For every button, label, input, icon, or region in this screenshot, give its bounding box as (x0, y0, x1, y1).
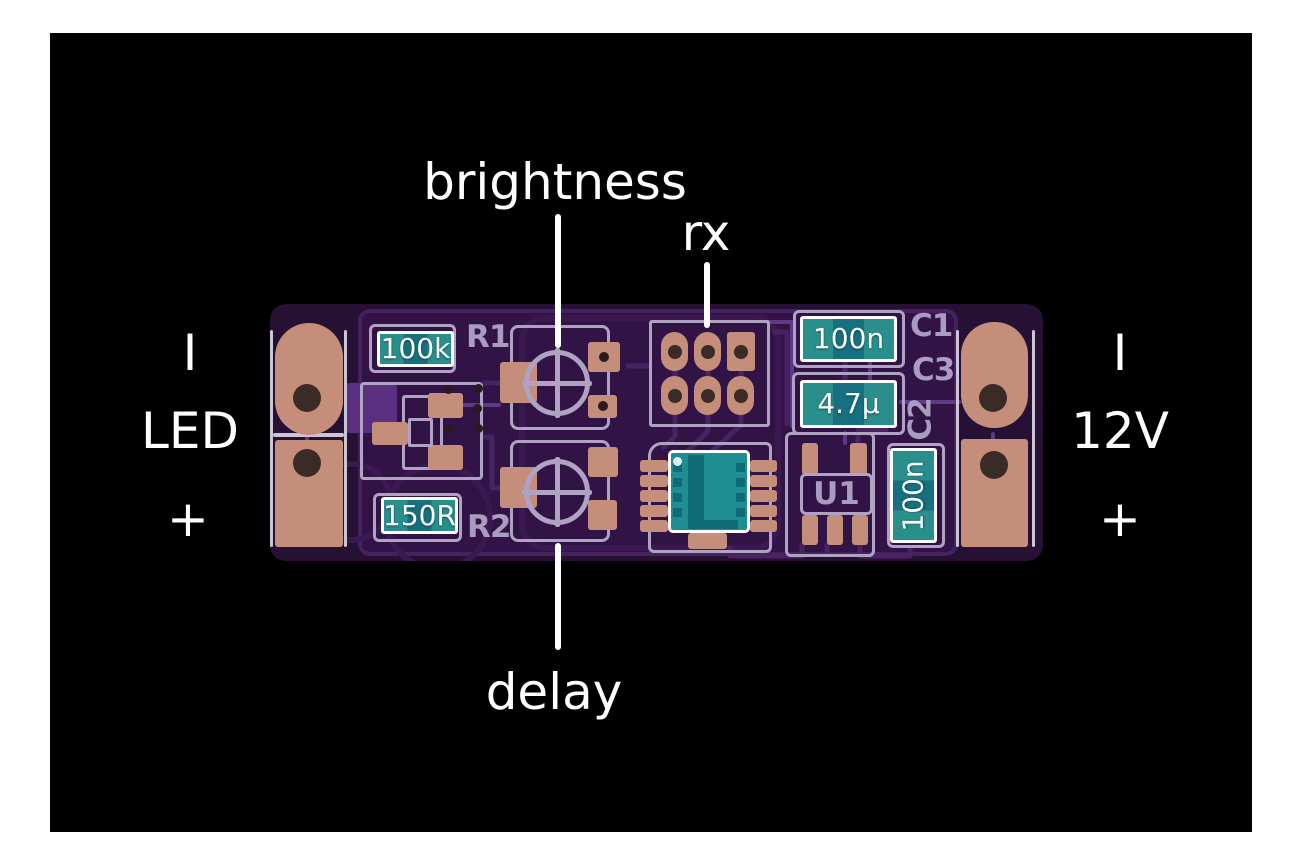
u1-courtyard (785, 432, 875, 557)
annotation-delay-pointer (555, 543, 561, 650)
via (444, 385, 453, 394)
left-connector-silk-divider (273, 433, 344, 437)
r1-value: 100k (380, 332, 451, 365)
label-12v-plus: + (1099, 490, 1141, 548)
ic-pin1-dot (673, 457, 682, 466)
r2-resistor: 150R (381, 497, 458, 534)
label-led-plus: + (167, 490, 209, 548)
c2-value: 100n (896, 459, 930, 532)
c3-value: 4.7µ (817, 387, 880, 420)
ic-die-dot (736, 508, 745, 517)
pot-brightness-cross-h (522, 381, 592, 386)
rx-hole (701, 389, 715, 403)
ic-pin (640, 505, 668, 517)
ic-pin (750, 490, 777, 502)
left-connector-hole-2 (293, 449, 321, 477)
ic-die-dot (673, 478, 682, 487)
c1-courtyard (793, 310, 905, 368)
annotation-brightness: brightness (423, 153, 687, 211)
u1-pad (852, 515, 868, 545)
c2-capacitor: 100n (890, 448, 937, 543)
rx-hole (668, 345, 682, 359)
label-12v: 12V (1071, 402, 1169, 460)
transistor-pin1-mark (408, 418, 433, 447)
c3-designator: C3 (912, 352, 955, 388)
via (598, 401, 608, 411)
ic-pin (640, 520, 668, 532)
r2-value: 150R (383, 498, 456, 532)
pot-delay-pad-a (588, 447, 618, 477)
ic-die-dot (673, 463, 682, 472)
r2-courtyard (373, 493, 462, 542)
label-led-minus: I (182, 324, 198, 382)
ic-pin (640, 475, 668, 487)
u1-pad (802, 515, 818, 545)
c2-designator: C2 (902, 398, 939, 441)
via (444, 425, 453, 434)
c1-designator: C1 (910, 308, 953, 344)
left-connector-silk-right (344, 330, 347, 547)
pot-delay-cross-h (522, 490, 592, 495)
ic-die-dot (736, 463, 745, 472)
ic-bottom-pad (688, 533, 727, 549)
c3-capacitor: 4.7µ (800, 380, 897, 428)
ic-die-bar (688, 455, 704, 529)
ic-die-dot (673, 493, 682, 502)
left-connector-hole-1 (293, 384, 321, 412)
c1-capacitor: 100n (800, 316, 897, 362)
annotation-brightness-pointer (555, 214, 561, 348)
label-led: LED (141, 402, 239, 460)
label-12v-minus: I (1112, 324, 1128, 382)
rx-hole (668, 389, 682, 403)
right-connector-hole-2 (980, 451, 1008, 479)
via (473, 404, 482, 413)
ic-die-dot (673, 508, 682, 517)
left-connector-pad-1 (275, 323, 343, 435)
via (474, 424, 483, 433)
c1-value: 100n (812, 322, 885, 355)
right-connector-hole-1 (979, 384, 1007, 412)
ic-pin (750, 475, 777, 487)
via (599, 352, 609, 362)
figure-panel: 100k R1 150R R2 (50, 33, 1252, 832)
via (474, 384, 483, 393)
ic-pin (640, 460, 668, 472)
ic-pin (640, 490, 668, 502)
r1-courtyard (369, 324, 456, 373)
u1-pad (827, 515, 843, 545)
right-connector-silk-right (1032, 330, 1035, 547)
transistor-pad-left (372, 422, 408, 445)
u1-body-outline: U1 (800, 473, 873, 515)
annotation-rx: rx (681, 204, 731, 262)
ic-pin (750, 520, 777, 532)
u1-pad (850, 443, 867, 475)
ic-die-dot (736, 493, 745, 502)
transistor-pad-right-top (428, 393, 463, 418)
ic-die-dot (736, 478, 745, 487)
right-connector-pad-1 (961, 322, 1028, 428)
pot-delay-pad-b (588, 500, 617, 530)
rx-hole (701, 345, 715, 359)
r2-designator: R2 (467, 509, 511, 545)
annotation-delay: delay (485, 663, 623, 721)
r1-designator: R1 (466, 319, 510, 355)
r1-resistor: 100k (377, 331, 454, 367)
annotation-rx-pointer (704, 262, 710, 328)
ic-pin (750, 505, 777, 517)
ic-pin (750, 460, 777, 472)
right-connector-silk-left (956, 330, 959, 547)
left-connector-silk-left (270, 330, 273, 547)
pcb-board: 100k R1 150R R2 (270, 304, 1043, 561)
u1-pad (802, 443, 818, 475)
c2-courtyard (887, 443, 945, 548)
rx-hole (734, 389, 748, 403)
rx-hole (734, 345, 748, 359)
transistor-pad-right-bottom (428, 445, 463, 470)
ic-die-bar-bottom (688, 520, 738, 529)
u1-designator: U1 (813, 475, 860, 512)
